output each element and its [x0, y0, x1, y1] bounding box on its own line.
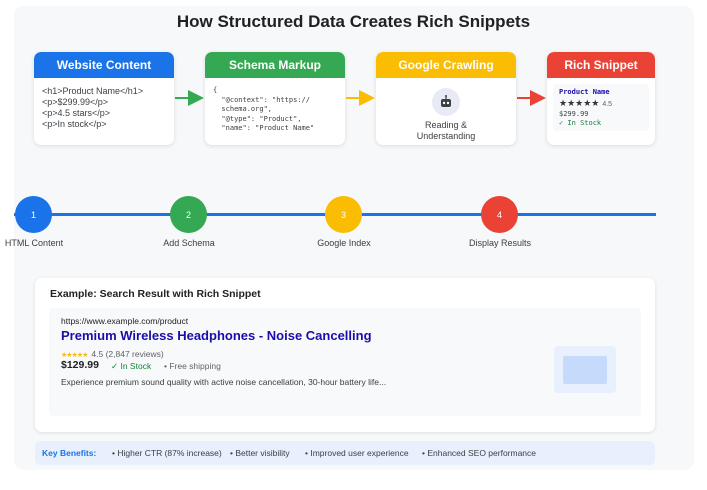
result-url[interactable]: https://www.example.com/product	[61, 316, 189, 326]
benefit-item: • Higher CTR (87% increase)	[112, 448, 222, 458]
benefit-item: • Improved user experience	[305, 448, 409, 458]
code-line: "@context": "https://	[213, 95, 310, 104]
snippet-preview: Product Name ★★★★★4.5 $299.99 ✓ In Stock	[553, 84, 649, 131]
schema-markup-body: { "@context": "https:// schema.org", "@t…	[205, 78, 345, 142]
website-content-header: Website Content	[34, 52, 174, 78]
html-line: <p>In stock</p>	[42, 119, 107, 129]
rich-snippet-body: Product Name ★★★★★4.5 $299.99 ✓ In Stock	[547, 78, 655, 137]
html-line: <p>$299.99</p>	[42, 97, 109, 107]
html-line: <p>4.5 stars</p>	[42, 108, 111, 118]
google-crawling-body: Reading & Understanding	[376, 78, 516, 145]
code-line: "@type": "Product",	[213, 114, 302, 123]
code-line: schema.org",	[213, 105, 273, 113]
rich-snippet-card: Rich Snippet Product Name ★★★★★4.5 $299.…	[547, 52, 655, 145]
benefit-item: • Better visibility	[230, 448, 290, 458]
step-2-circle: 2	[170, 196, 207, 233]
code-line: {	[213, 86, 218, 94]
snippet-stars: ★★★★★	[559, 98, 600, 108]
result-thumbnail[interactable]	[554, 346, 616, 393]
example-panel: Example: Search Result with Rich Snippet…	[35, 278, 655, 432]
result-description: Experience premium sound quality with ac…	[61, 377, 387, 387]
step-1-label: HTML Content	[4, 238, 64, 248]
rating-stars: ★★★★★	[61, 352, 88, 359]
snippet-stock: ✓ In Stock	[559, 119, 602, 127]
snippet-price: $299.99	[559, 110, 589, 118]
search-result: https://www.example.com/product Premium …	[49, 308, 641, 416]
html-line: <h1>Product Name</h1>	[42, 86, 144, 96]
snippet-rating: ★★★★★4.5	[559, 98, 643, 109]
result-title-link[interactable]: Premium Wireless Headphones - Noise Canc…	[61, 328, 372, 343]
rating-text: 4.5 (2,847 reviews)	[91, 349, 164, 359]
snippet-rating-value: 4.5	[602, 101, 613, 108]
google-crawling-header: Google Crawling	[376, 52, 516, 78]
benefit-item: • Enhanced SEO performance	[422, 448, 537, 458]
result-rating: ★★★★★4.5 (2,847 reviews)	[61, 349, 164, 359]
result-shipping: • Free shipping	[164, 361, 221, 371]
schema-markup-card: Schema Markup { "@context": "https:// sc…	[205, 52, 345, 145]
thumbnail-image	[563, 356, 607, 384]
schema-markup-header: Schema Markup	[205, 52, 345, 78]
step-1-circle: 1	[15, 196, 52, 233]
website-content-card: Website Content <h1>Product Name</h1> <p…	[34, 52, 174, 145]
step-2-label: Add Schema	[163, 238, 215, 248]
step-3-circle: 3	[325, 196, 362, 233]
result-price: $129.99	[61, 359, 99, 371]
step-4-circle: 4	[481, 196, 518, 233]
crawl-label-line1: Reading &	[424, 120, 468, 130]
example-title: Example: Search Result with Rich Snippet	[50, 288, 261, 300]
rich-snippet-header: Rich Snippet	[547, 52, 655, 78]
google-crawling-card: Google Crawling Reading & Understanding	[376, 52, 516, 145]
diagram-title: How Structured Data Creates Rich Snippet…	[176, 12, 531, 31]
snippet-product-name: Product Name	[559, 88, 610, 96]
robot-icon	[432, 88, 460, 116]
key-benefits-bar: Key Benefits: • Higher CTR (87% increase…	[35, 441, 655, 465]
key-benefits-label: Key Benefits:	[42, 448, 97, 458]
step-4-label: Display Results	[468, 238, 532, 248]
result-stock: ✓ In Stock	[111, 361, 152, 371]
step-3-label: Google Index	[317, 238, 371, 248]
website-content-body: <h1>Product Name</h1> <p>$299.99</p> <p>…	[34, 78, 174, 138]
crawl-label-line2: Understanding	[416, 131, 476, 141]
code-line: "name": "Product Name"	[213, 124, 315, 132]
